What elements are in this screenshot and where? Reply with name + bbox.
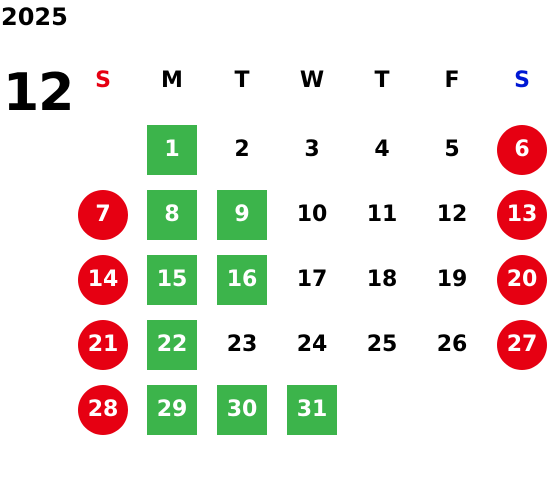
day-3[interactable]: 3 xyxy=(304,137,320,162)
day-1[interactable]: 1 xyxy=(147,125,197,175)
day-29[interactable]: 29 xyxy=(147,385,197,435)
weekday-sun: S xyxy=(95,68,111,93)
weekday-mon: M xyxy=(161,68,183,93)
day-19[interactable]: 19 xyxy=(436,267,468,292)
day-12[interactable]: 12 xyxy=(436,202,468,227)
day-10[interactable]: 10 xyxy=(296,202,328,227)
day-15[interactable]: 15 xyxy=(147,255,197,305)
weekday-tue: T xyxy=(234,68,250,93)
weekday-thu: T xyxy=(374,68,390,93)
day-31[interactable]: 31 xyxy=(287,385,337,435)
day-7[interactable]: 7 xyxy=(78,190,128,240)
day-2[interactable]: 2 xyxy=(234,137,250,162)
day-24[interactable]: 24 xyxy=(296,332,328,357)
day-5[interactable]: 5 xyxy=(444,137,460,162)
year-label: 2025 xyxy=(1,3,68,31)
day-26[interactable]: 26 xyxy=(436,332,468,357)
day-6[interactable]: 6 xyxy=(497,125,547,175)
day-16[interactable]: 16 xyxy=(217,255,267,305)
day-20[interactable]: 20 xyxy=(497,255,547,305)
day-9[interactable]: 9 xyxy=(217,190,267,240)
day-25[interactable]: 25 xyxy=(366,332,398,357)
day-4[interactable]: 4 xyxy=(374,137,390,162)
day-28[interactable]: 28 xyxy=(78,385,128,435)
day-8[interactable]: 8 xyxy=(147,190,197,240)
day-27[interactable]: 27 xyxy=(497,320,547,370)
day-30[interactable]: 30 xyxy=(217,385,267,435)
day-13[interactable]: 13 xyxy=(497,190,547,240)
month-number: 12 xyxy=(3,63,74,123)
day-14[interactable]: 14 xyxy=(78,255,128,305)
weekday-sat: S xyxy=(514,68,530,93)
day-22[interactable]: 22 xyxy=(147,320,197,370)
day-17[interactable]: 17 xyxy=(296,267,328,292)
weekday-fri: F xyxy=(444,68,460,93)
day-11[interactable]: 11 xyxy=(366,202,398,227)
day-23[interactable]: 23 xyxy=(226,332,258,357)
day-18[interactable]: 18 xyxy=(366,267,398,292)
day-21[interactable]: 21 xyxy=(78,320,128,370)
weekday-wed: W xyxy=(299,68,325,93)
